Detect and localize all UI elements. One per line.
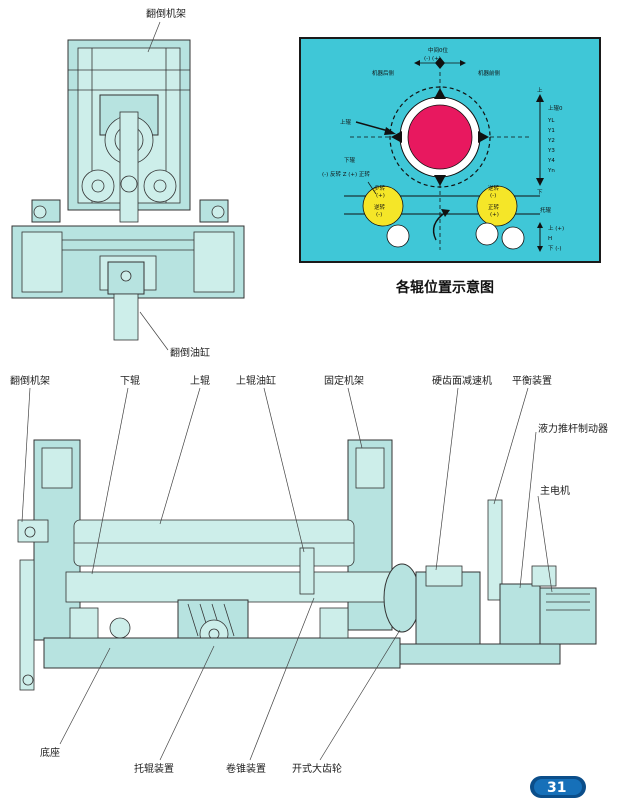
label-fixed-frame: 固定机架 bbox=[324, 374, 364, 387]
label-upper-roll-cylinder: 上辊油缸 bbox=[236, 374, 276, 387]
label-y-n: Yn bbox=[547, 168, 555, 174]
label-upper-roll: 上辊 bbox=[340, 118, 352, 126]
label-tilting-cylinder: 翻倒油缸 bbox=[170, 346, 210, 359]
label-tilting-frame-top: 翻倒机架 bbox=[146, 7, 186, 20]
label-upper-roll-front: 上辊 bbox=[190, 374, 210, 387]
label-left-top: 步转 bbox=[374, 184, 386, 192]
label-y-4: Y4 bbox=[547, 158, 555, 164]
label-left-top-sign: (+) bbox=[376, 193, 385, 199]
label-right-top: 逆转 bbox=[488, 184, 500, 192]
position-diagram-caption: 各辊位置示意图 bbox=[395, 279, 494, 296]
label-right-bottom-sign: (+) bbox=[490, 212, 499, 218]
label-y-3: Y3 bbox=[547, 148, 555, 154]
label-hard-gear-reducer: 硬齿面减速机 bbox=[432, 374, 492, 387]
label-lower-roll: 下辊 bbox=[344, 156, 356, 164]
end-view-drawing bbox=[11, 39, 245, 341]
label-lower-roll-front: 下辊 bbox=[120, 374, 140, 387]
label-down-minus: 下 (-) bbox=[548, 245, 562, 252]
label-hydraulic-brake: 液力推杆制动器 bbox=[538, 422, 608, 435]
label-right-bottom: 正转 bbox=[488, 203, 500, 211]
label-y-0: YL bbox=[547, 118, 555, 124]
front-view-drawing bbox=[17, 439, 597, 691]
label-machine-front: 机器前侧 bbox=[478, 69, 501, 77]
label-middle-zero-signs: (-) (+) bbox=[424, 56, 441, 62]
position-diagram bbox=[299, 37, 601, 263]
label-machine-rear: 机器后侧 bbox=[372, 69, 395, 77]
label-open-gear: 开式大齿轮 bbox=[292, 762, 342, 775]
label-y-2: Y2 bbox=[547, 138, 555, 144]
label-main-motor: 主电机 bbox=[540, 484, 570, 497]
page-number: 31 bbox=[547, 780, 566, 796]
label-left-bottom: 逆转 bbox=[374, 203, 386, 211]
label-support-roll-device: 托辊装置 bbox=[134, 762, 174, 775]
label-upper-roll-zero: 上辊0 bbox=[548, 104, 563, 112]
label-middle-zero: 中间0位 bbox=[428, 46, 448, 54]
label-h: H bbox=[548, 236, 552, 242]
label-up: 上 bbox=[537, 86, 543, 94]
label-tilting-frame: 翻倒机架 bbox=[10, 374, 50, 387]
label-right-top-sign: (-) bbox=[490, 193, 496, 199]
label-base: 底座 bbox=[40, 746, 60, 759]
label-reverse-forward: (-) 反转 Z (+) 正转 bbox=[322, 170, 370, 178]
label-support-roll: 托辊 bbox=[540, 206, 552, 214]
label-balance-device: 平衡装置 bbox=[512, 374, 552, 387]
label-down: 下 bbox=[537, 189, 543, 196]
label-left-bottom-sign: (-) bbox=[376, 212, 382, 218]
label-cone-device: 卷锥装置 bbox=[226, 762, 266, 775]
label-y-1: Y1 bbox=[547, 128, 555, 134]
label-up-plus: 上 (+) bbox=[548, 224, 564, 232]
page-number-badge bbox=[530, 776, 586, 798]
